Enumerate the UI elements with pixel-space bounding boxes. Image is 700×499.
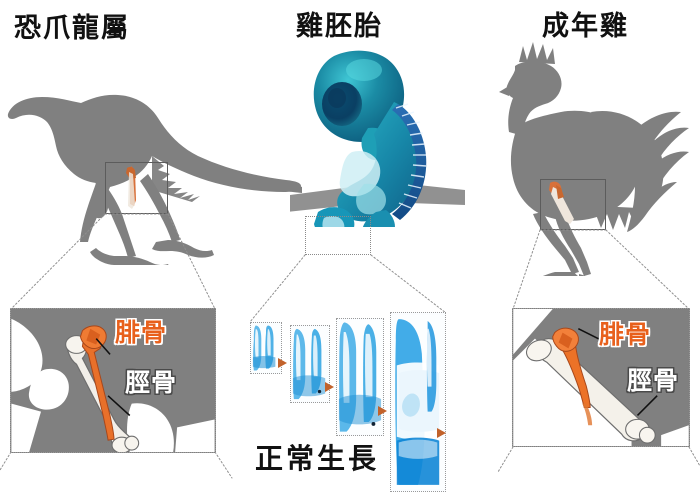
deinonychus-leg-detail-drawing: [11, 318, 215, 452]
column-title-chicken-embryo: 雞胚胎: [296, 11, 383, 41]
bone-stage-thumbnail-3: [336, 318, 384, 436]
label-fibula-chicken: 腓骨: [599, 322, 652, 349]
detail-panel-deinonychus-leg: 腓骨 脛骨: [10, 308, 216, 453]
rooster-leg-bones-inset: [549, 181, 574, 224]
fibula-arrow-3: [378, 406, 387, 416]
fibula-arrow-2: [325, 382, 334, 392]
bone-stage-thumbnail-1: [250, 322, 282, 374]
deinonychus-leg-bones-inset: [126, 166, 136, 209]
callout-box-embryo-limb: [305, 216, 371, 255]
fibula-arrow-4: [437, 428, 446, 438]
bone-stage-4-image: [391, 315, 445, 489]
label-fibula-deinonychus: 腓骨: [115, 320, 168, 347]
chicken-leg-detail-drawing: [513, 309, 689, 446]
stained-chicken-embryo-photo: [290, 50, 465, 227]
bone-stage-thumbnail-2: [290, 325, 330, 403]
label-tibia-chicken: 脛骨: [627, 368, 680, 395]
caption-normal-growth: 正常生長: [255, 444, 380, 475]
column-title-deinonychus: 恐爪龍屬: [14, 13, 130, 43]
column-title-adult-chicken: 成年雞: [542, 11, 629, 41]
fibula-arrow-1: [278, 358, 287, 368]
bone-stage-3-image: [337, 320, 383, 434]
bone-stage-thumbnail-4: [390, 312, 446, 492]
bone-stage-2-image: [291, 326, 329, 402]
rooster-silhouette: [499, 42, 689, 276]
detail-panel-chicken-leg: 腓骨 脛骨: [512, 308, 690, 447]
bone-stage-1-image: [251, 323, 281, 373]
label-tibia-deinonychus: 脛骨: [125, 370, 178, 397]
